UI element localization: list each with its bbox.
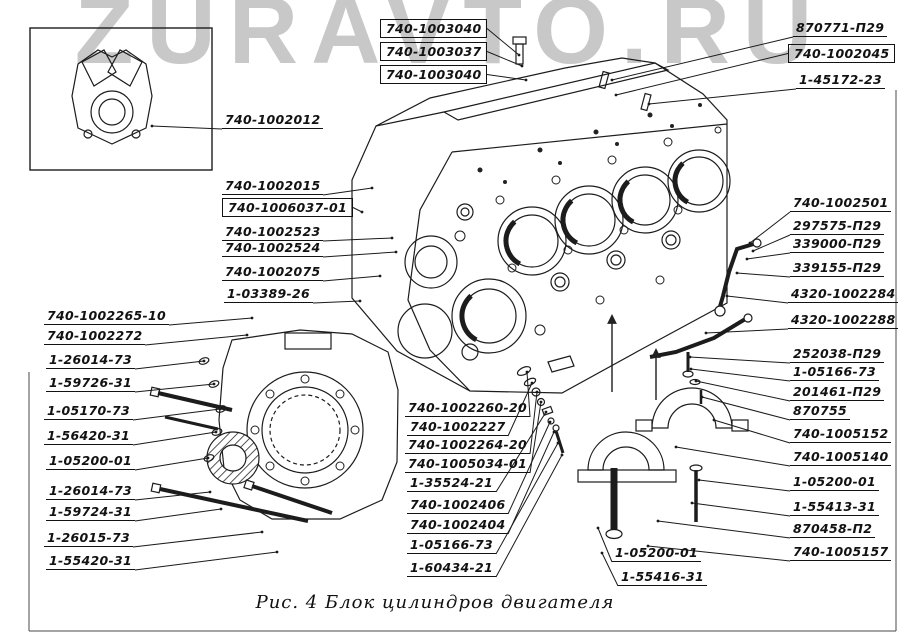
part-label: 1-26014-73 [46,352,135,369]
front-cover [198,329,399,520]
part-label: 1-56420-31 [44,428,133,445]
part-label: 740-1003037 [380,42,488,61]
part-label: 740-1005152 [790,426,892,443]
crankshaft-seal [206,431,260,485]
part-label: 4320-1002288 [788,312,899,329]
part-label: 252038-П29 [790,346,885,363]
part-label: 740-1002015 [222,178,324,195]
part-label: 870771-П29 [793,20,888,37]
part-label: 1-55413-31 [790,499,879,516]
part-label: 740-1002045 [788,44,896,63]
part-label: 1-03389-26 [224,286,313,303]
part-label: 1-05200-01 [790,474,879,491]
part-label: 1-55420-31 [46,553,135,570]
part-label: 1-26015-73 [44,530,133,547]
part-label: 740-1003040 [380,65,488,84]
part-label: 740-1002404 [407,517,509,534]
part-label: 1-59726-31 [46,375,135,392]
part-label: 740-1002406 [407,497,509,514]
part-label: 740-1005034-01 [405,456,530,473]
part-label: 740-1006037-01 [222,198,353,217]
part-label: 1-60434-21 [407,560,496,577]
part-label: 297575-П29 [790,218,885,235]
part-label: 1-26014-73 [46,483,135,500]
part-label: 1-05166-73 [407,537,496,554]
part-label: 740-1002227 [407,419,509,436]
part-label: 870755 [790,403,850,420]
part-label: 740-1002272 [44,328,146,345]
inset-front-view [29,27,213,171]
part-label: 201461-П29 [790,384,885,401]
cylinder-block [351,36,731,394]
part-label: 1-05200-01 [612,545,701,562]
part-label: 740-1002075 [222,264,324,281]
part-label: 740-1002265-10 [44,308,169,325]
page-frame [28,90,897,632]
part-label: 339155-П29 [790,260,885,277]
part-label: 740-1003040 [380,19,488,38]
part-label: 870458-П2 [790,521,876,538]
part-label: 740-1002501 [790,195,892,212]
part-label: 1-45172-23 [796,72,885,89]
part-label: 740-1002260-20 [405,400,530,417]
engine-mount-brackets [577,314,749,540]
part-label: 1-35524-21 [407,475,496,492]
part-label: 740-1002264-20 [405,437,530,454]
breather-tube [649,238,762,404]
part-label: 740-1005140 [790,449,892,466]
part-label: 1-05166-73 [790,364,879,381]
part-label: 740-1002523 [222,224,324,241]
part-label: 1-05200-01 [46,453,135,470]
part-label: 740-1002012 [222,112,324,129]
part-label: 740-1005157 [790,544,892,561]
part-label: 1-55416-31 [618,569,707,586]
part-label: 4320-1002284 [788,286,899,303]
part-label: 1-05170-73 [44,403,133,420]
part-label: 740-1002524 [222,240,324,257]
figure-caption: Рис. 4 Блок цилиндров двигателя [255,592,615,613]
part-label: 1-59724-31 [46,504,135,521]
part-label: 339000-П29 [790,236,885,253]
